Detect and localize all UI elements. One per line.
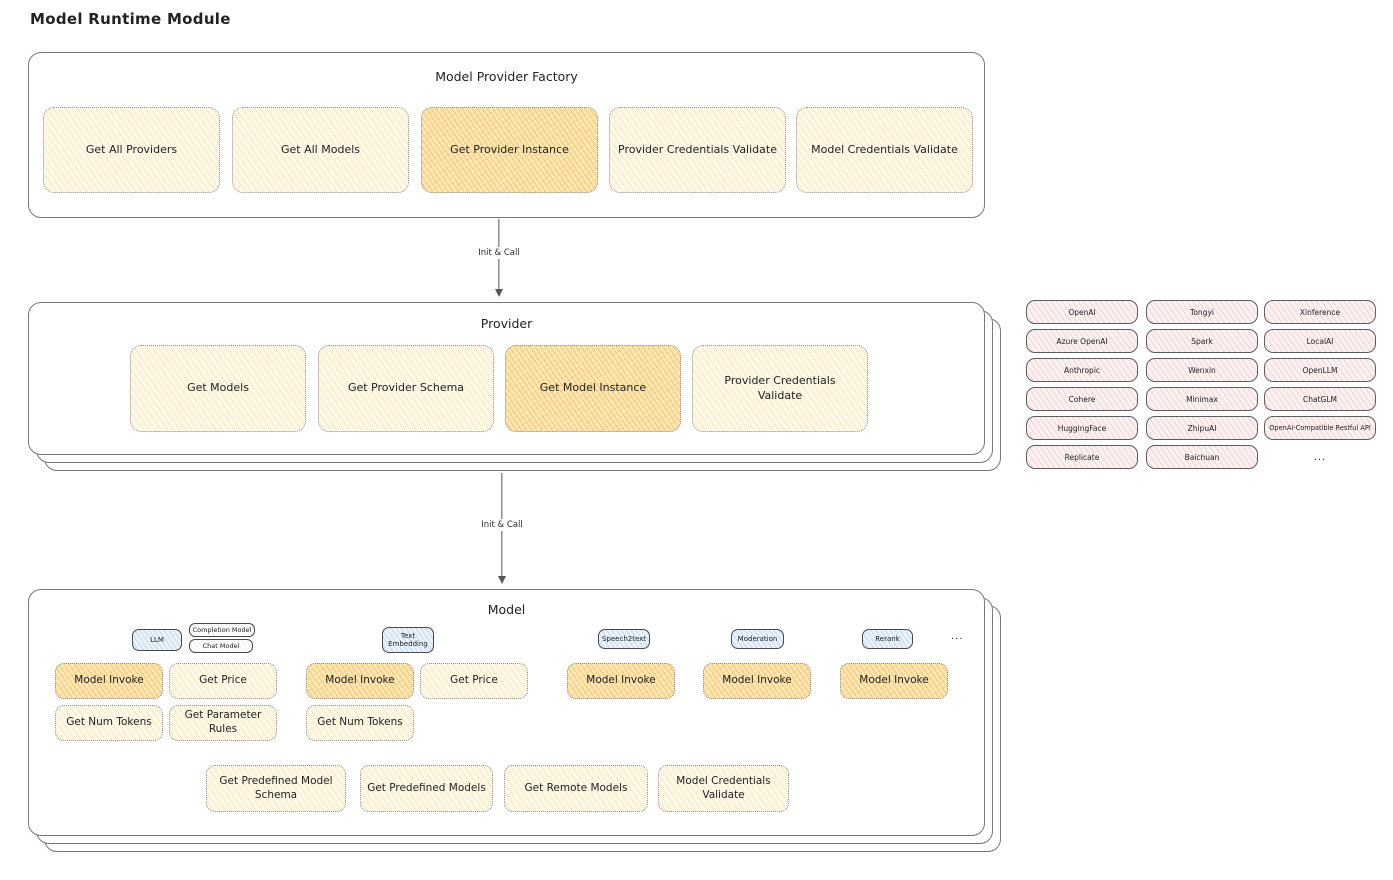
button-model-invoke-rerank: Model Invoke [840,663,948,699]
provider-chip-azure-openai: Azure OpenAI [1026,329,1138,353]
provider-chip-openllm: OpenLLM [1264,358,1376,382]
button-get-predefined-models: Get Predefined Models [360,765,493,812]
provider-chip-openai: OpenAI [1026,300,1138,324]
provider-chip-replicate: Replicate [1026,445,1138,469]
button-get-price-llm: Get Price [169,663,277,699]
init-call-arrow-2: Init & Call [477,473,527,584]
button-model-invoke-text-embedding: Model Invoke [306,663,414,699]
provider-box-title: Provider [480,316,533,331]
provider-chip-wenxin: Wenxin [1146,358,1258,382]
tab-speech2text: Speech2text [598,629,650,649]
model-box-title: Model [487,602,526,617]
button-model-credentials-validate: Model Credentials Validate [796,107,973,193]
arrow-head-icon [495,289,503,297]
tab-completion-model: Completion Model [189,623,255,637]
provider-chip-baichuan: Baichuan [1146,445,1258,469]
provider-chip-huggingface: HuggingFace [1026,416,1138,440]
provider-chip-localai: LocalAI [1264,329,1376,353]
button-get-num-tokens-text-embedding: Get Num Tokens [306,705,414,741]
provider-chip-cohere: Cohere [1026,387,1138,411]
tab-llm: LLM [132,629,182,651]
button-get-all-providers: Get All Providers [43,107,220,193]
button-get-provider-instance: Get Provider Instance [421,107,598,193]
provider-chip-xinference: Xinference [1264,300,1376,324]
tab-rerank: Rerank [862,629,913,649]
tab-chat-model: Chat Model [189,639,253,653]
button-provider-credentials-validate-2: Provider Credentials Validate [692,345,868,432]
button-model-credentials-validate-2: Model Credentials Validate [658,765,789,812]
button-get-all-models: Get All Models [232,107,409,193]
factory-box-title: Model Provider Factory [435,69,578,84]
button-get-remote-models: Get Remote Models [504,765,648,812]
tabs-ellipsis: ... [951,631,964,642]
button-get-provider-schema: Get Provider Schema [318,345,494,432]
init-call-arrow-1: Init & Call [474,219,524,297]
provider-list-column-3: Xinference LocalAI OpenLLM ChatGLM OpenA… [1264,300,1376,469]
provider-chip-anthropic: Anthropic [1026,358,1138,382]
button-get-models: Get Models [130,345,306,432]
provider-list-ellipsis: ... [1313,451,1327,463]
button-model-invoke-llm: Model Invoke [55,663,163,699]
button-model-invoke-speech2text: Model Invoke [567,663,675,699]
provider-chip-openai-compatible: OpenAI-Compatible Restful API [1264,416,1376,440]
button-get-price-text-embedding: Get Price [420,663,528,699]
button-get-model-instance: Get Model Instance [505,345,681,432]
tab-moderation: Moderation [731,629,784,649]
button-model-invoke-moderation: Model Invoke [703,663,811,699]
init-call-label-2: Init & Call [477,519,527,531]
provider-chip-zhipuai: ZhipuAI [1146,416,1258,440]
provider-list-column-1: OpenAI Azure OpenAI Anthropic Cohere Hug… [1026,300,1138,469]
button-get-num-tokens-llm: Get Num Tokens [55,705,163,741]
provider-list-column-2: Tongyi Spark Wenxin Minimax ZhipuAI Baic… [1146,300,1258,469]
init-call-label-1: Init & Call [474,247,524,259]
provider-chip-tongyi: Tongyi [1146,300,1258,324]
provider-chip-chatglm: ChatGLM [1264,387,1376,411]
provider-chip-spark: Spark [1146,329,1258,353]
model-provider-factory-box: Model Provider Factory Get All Providers… [28,52,985,218]
provider-chip-minimax: Minimax [1146,387,1258,411]
model-box: Model LLM Completion Model Chat Model Te… [28,589,985,836]
tab-text-embedding: Text Embedding [382,627,434,653]
diagram-title: Model Runtime Module [30,10,231,28]
arrow-head-icon [498,576,506,584]
button-provider-credentials-validate: Provider Credentials Validate [609,107,786,193]
provider-box: Provider Get Models Get Provider Schema … [28,302,985,455]
button-get-predefined-model-schema: Get Predefined Model Schema [206,765,346,812]
button-get-parameter-rules: Get Parameter Rules [169,705,277,741]
